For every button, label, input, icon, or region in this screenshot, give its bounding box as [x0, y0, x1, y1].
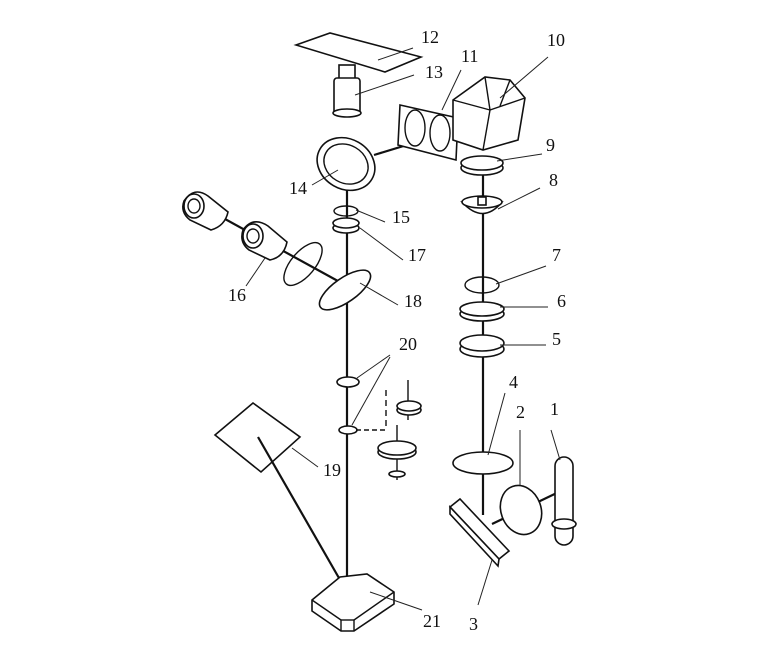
component-14-ring-lens — [311, 136, 376, 192]
component-17-lens — [332, 217, 404, 261]
label-12: 12 — [421, 27, 439, 47]
component-13-objective — [332, 64, 415, 118]
component-5-lens — [459, 334, 546, 358]
label-21: 21 — [423, 611, 441, 631]
component-2-condenser — [491, 430, 564, 536]
label-13: 13 — [425, 62, 443, 82]
component-16-lamps — [182, 191, 348, 287]
label-4: 4 — [509, 372, 518, 392]
component-6-lens — [459, 301, 548, 322]
component-9-lens — [460, 153, 543, 176]
label-11: 11 — [461, 46, 478, 66]
label-3: 3 — [469, 614, 478, 634]
component-11-plate — [373, 69, 462, 162]
label-8: 8 — [549, 170, 558, 190]
component-7-lens — [464, 265, 547, 294]
label-18: 18 — [404, 291, 422, 311]
component-1-lamp — [550, 429, 577, 546]
label-16: 16 — [228, 285, 246, 305]
component-10-prism — [452, 56, 549, 151]
component-8-mount — [460, 187, 541, 215]
label-5: 5 — [552, 329, 561, 349]
label-20: 20 — [399, 334, 417, 354]
label-6: 6 — [557, 291, 566, 311]
component-18-lens — [318, 269, 399, 311]
label-1: 1 — [550, 399, 559, 419]
label-9: 9 — [546, 135, 555, 155]
component-3-mirror — [448, 497, 511, 606]
component-15-lens — [333, 205, 386, 223]
component-21-base-mirror — [311, 573, 423, 632]
label-7: 7 — [552, 245, 561, 265]
label-15: 15 — [392, 207, 410, 227]
component-20-diaphragms — [336, 354, 422, 480]
label-10: 10 — [547, 30, 565, 50]
label-2: 2 — [516, 402, 525, 422]
label-17: 17 — [408, 245, 426, 265]
component-12-screen — [293, 32, 424, 73]
label-14: 14 — [289, 178, 307, 198]
component-4-lens — [452, 392, 514, 475]
component-19-screen — [213, 401, 348, 593]
label-19: 19 — [323, 460, 341, 480]
